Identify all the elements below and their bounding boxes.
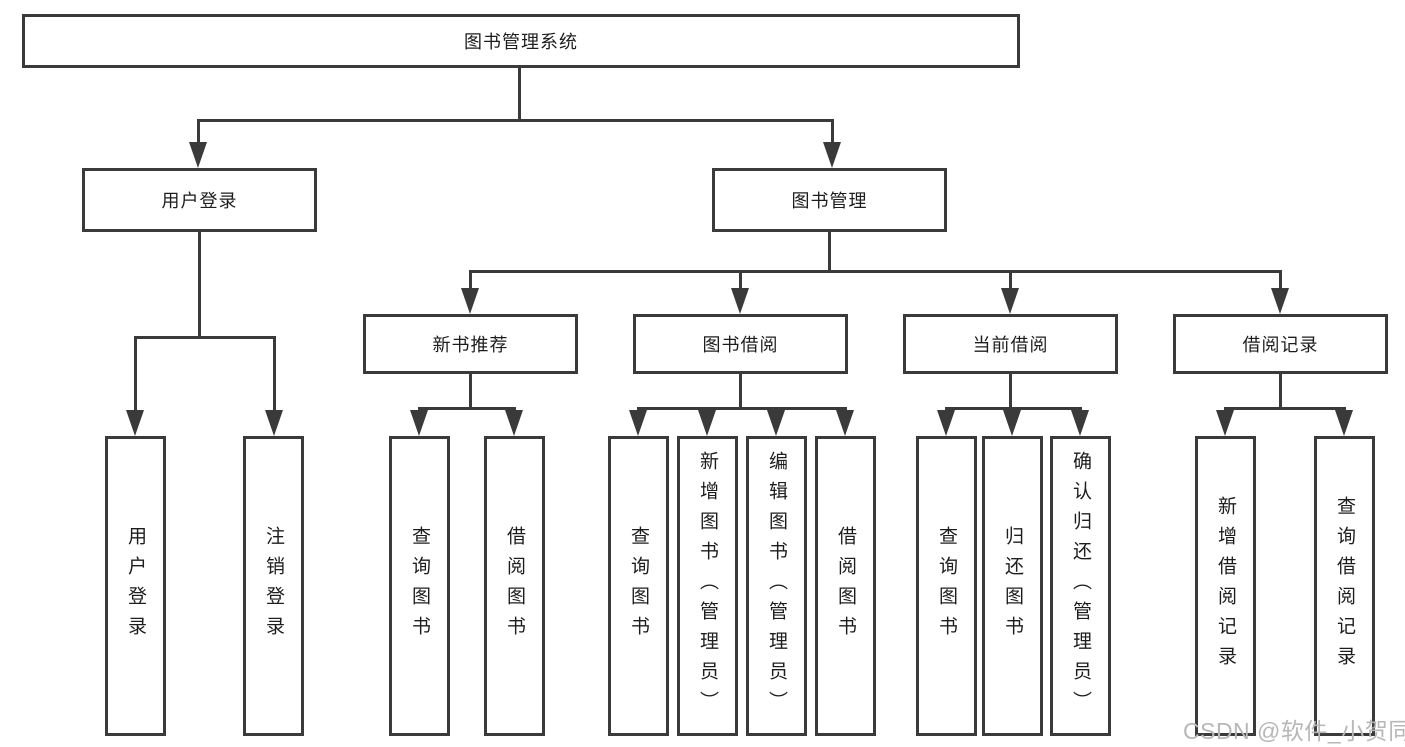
leaf-query-books-current: 查询图书	[916, 436, 977, 736]
arrow-down-icon	[767, 410, 785, 436]
leaf-query-borrow-record: 查询借阅记录	[1314, 436, 1375, 736]
node-new-book-recommend: 新书推荐	[363, 314, 578, 374]
leaf-query-books-recommend: 查询图书	[389, 436, 450, 736]
node-label: 用户登录	[161, 191, 238, 211]
connector-drop-current-borrowing	[1009, 270, 1012, 292]
connector-book-management-stub	[828, 232, 831, 271]
arrow-down-icon	[189, 142, 207, 168]
connector-borrowing-records-stub	[1279, 374, 1282, 408]
node-label: 新书推荐	[432, 335, 509, 355]
connector-current-borrowing-stub	[1009, 374, 1012, 408]
arrow-down-icon	[698, 410, 716, 436]
arrow-down-icon	[505, 410, 523, 436]
arrow-down-icon	[265, 410, 283, 436]
leaf-borrow-books-borrowing: 借阅图书	[815, 436, 876, 736]
node-label: 当前借阅	[972, 335, 1049, 355]
connector-drop-book-borrowing	[739, 270, 742, 292]
node-current-borrowing: 当前借阅	[903, 314, 1118, 374]
connector-drop-user-login	[197, 119, 200, 147]
leaf-label: 查询图书	[628, 526, 649, 646]
arrow-down-icon	[836, 410, 854, 436]
leaf-edit-book-admin: 编辑图书（管理员）	[746, 436, 807, 736]
leaf-label: 确认归还（管理员）	[1070, 451, 1091, 721]
connector-drop-leaf-user-login	[134, 336, 137, 412]
leaf-add-book-admin: 新增图书（管理员）	[677, 436, 738, 736]
leaf-label: 归还图书	[1002, 526, 1023, 646]
connector-level3-rail	[469, 270, 1282, 273]
arrow-down-icon	[1335, 410, 1353, 436]
arrow-down-icon	[731, 288, 749, 314]
leaf-label: 借阅图书	[835, 526, 856, 646]
arrow-down-icon	[126, 410, 144, 436]
connector-drop-book-management	[831, 119, 834, 147]
connector-drop-leaf-logout	[273, 336, 276, 412]
connector-drop-new-book-recommend	[469, 270, 472, 292]
leaf-logout: 注销登录	[243, 436, 304, 736]
leaf-return-books: 归还图书	[982, 436, 1043, 736]
connector-new-book-recommend-rail	[418, 407, 516, 410]
connector-user-login-rail	[134, 336, 275, 339]
arrow-down-icon	[461, 288, 479, 314]
arrow-down-icon	[937, 410, 955, 436]
node-label: 借阅记录	[1242, 335, 1319, 355]
leaf-label: 查询图书	[936, 526, 957, 646]
node-label: 图书借阅	[702, 335, 779, 355]
arrow-down-icon	[1003, 410, 1021, 436]
node-borrowing-records: 借阅记录	[1173, 314, 1388, 374]
connector-user-login-stub	[198, 232, 201, 337]
node-book-borrowing: 图书借阅	[633, 314, 848, 374]
arrow-down-icon	[1001, 288, 1019, 314]
connector-book-borrowing-stub	[739, 374, 742, 408]
node-book-management: 图书管理	[712, 168, 947, 232]
node-label: 图书管理	[791, 191, 868, 211]
arrow-down-icon	[410, 410, 428, 436]
leaf-label: 查询借阅记录	[1334, 496, 1355, 676]
arrow-down-icon	[629, 410, 647, 436]
leaf-label: 新增图书（管理员）	[697, 451, 718, 721]
leaf-user-login: 用户登录	[105, 436, 166, 736]
csdn-watermark: CSDN @软件_小贺同学	[1183, 718, 1405, 744]
connector-borrowing-records-rail	[1224, 407, 1346, 410]
leaf-label: 用户登录	[125, 526, 146, 646]
leaf-label: 借阅图书	[504, 526, 525, 646]
leaf-label: 查询图书	[409, 526, 430, 646]
leaf-add-borrow-record: 新增借阅记录	[1195, 436, 1256, 736]
connector-root-stub	[518, 68, 521, 120]
arrow-down-icon	[1271, 288, 1289, 314]
node-label: 图书管理系统	[464, 32, 578, 52]
arrow-down-icon	[1216, 410, 1234, 436]
leaf-borrow-books-recommend: 借阅图书	[484, 436, 545, 736]
arrow-down-icon	[1071, 410, 1089, 436]
leaf-label: 注销登录	[263, 526, 284, 646]
leaf-label: 编辑图书（管理员）	[766, 451, 787, 721]
connector-drop-borrowing-records	[1279, 270, 1282, 292]
node-library-management-system: 图书管理系统	[22, 14, 1020, 68]
connector-level2-rail	[197, 119, 834, 122]
leaf-confirm-return-admin: 确认归还（管理员）	[1050, 436, 1111, 736]
connector-book-borrowing-rail	[637, 407, 847, 410]
node-user-login: 用户登录	[82, 168, 317, 232]
leaf-query-books-borrowing: 查询图书	[608, 436, 669, 736]
leaf-label: 新增借阅记录	[1215, 496, 1236, 676]
connector-new-book-recommend-stub	[469, 374, 472, 408]
arrow-down-icon	[823, 142, 841, 168]
